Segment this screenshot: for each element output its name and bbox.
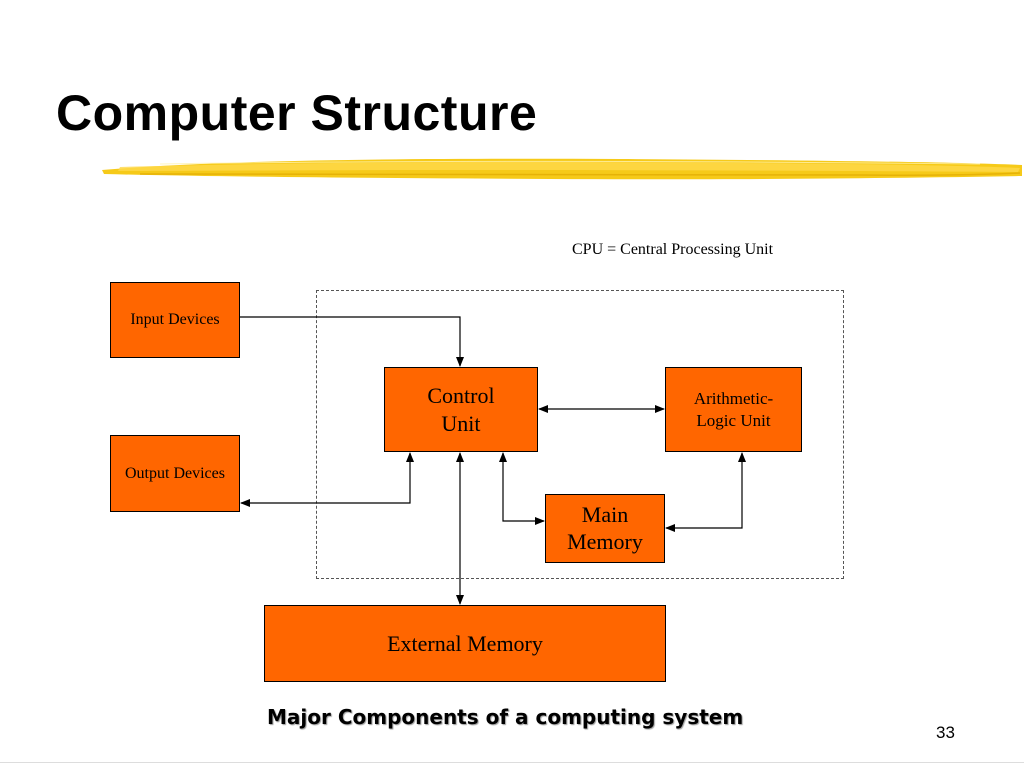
page-number: 33	[936, 723, 955, 742]
connector-control-output	[240, 452, 414, 507]
alu-label: Arithmetic- Logic Unit	[693, 389, 774, 430]
output-devices-label: Output Devices	[125, 464, 225, 482]
main-memory-label: Main Memory	[567, 502, 643, 554]
control-unit-label: Control Unit	[427, 383, 495, 436]
slide-title: Computer Structure	[56, 85, 538, 141]
connector-input-to-control	[240, 316, 464, 367]
external-memory-label: External Memory	[387, 630, 543, 656]
cpu-definition-note: CPU = Central Processing Unit	[572, 241, 774, 258]
control-unit-box: Control Unit	[384, 367, 538, 452]
alu-box: Arithmetic- Logic Unit	[665, 367, 802, 452]
output-devices-box: Output Devices	[110, 435, 240, 512]
title-underline-brushstroke	[102, 158, 1022, 180]
diagram-caption: Major Components of a computing system	[267, 705, 744, 729]
cpu-boundary	[316, 290, 844, 579]
input-devices-box: Input Devices	[110, 282, 240, 358]
connector-alu-main-memory	[665, 452, 746, 532]
connector-control-main-memory	[499, 452, 545, 525]
input-devices-label: Input Devices	[130, 311, 220, 328]
main-memory-box: Main Memory	[545, 494, 665, 563]
footer-divider	[0, 762, 1024, 763]
external-memory-box: External Memory	[264, 605, 666, 682]
